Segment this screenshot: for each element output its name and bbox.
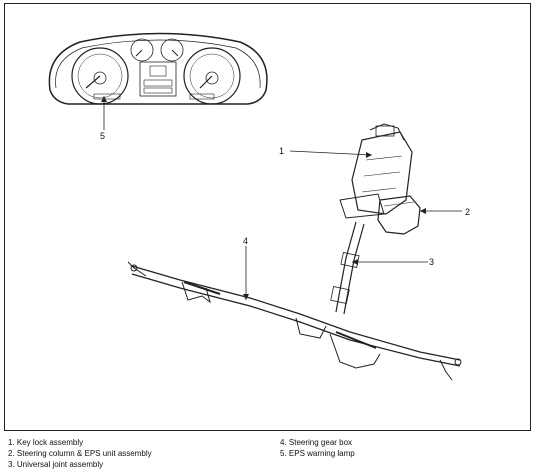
leader-arrowheads xyxy=(101,96,426,300)
legend-item-5: 5. EPS warning lamp xyxy=(280,449,355,458)
instrument-cluster xyxy=(48,32,268,105)
callout-4: 4 xyxy=(243,236,249,246)
callout-5: 5 xyxy=(100,131,106,141)
diagram-frame xyxy=(4,3,531,431)
eps-unit xyxy=(377,195,421,235)
legend-item-1: 1. Key lock assembly xyxy=(8,438,84,447)
legend-item-3: 3. Universal joint assembly xyxy=(8,460,104,469)
legend-item-2: 2. Steering column & EPS unit assembly xyxy=(8,449,152,458)
callout-2: 2 xyxy=(465,207,471,217)
steering-gear-box xyxy=(127,261,462,381)
universal-joint-shaft xyxy=(330,221,365,315)
callout-1: 1 xyxy=(279,146,285,156)
legend-item-4: 4. Steering gear box xyxy=(280,438,353,447)
leader-lines xyxy=(103,96,462,300)
steering-column xyxy=(339,123,413,219)
callout-3: 3 xyxy=(429,257,435,267)
